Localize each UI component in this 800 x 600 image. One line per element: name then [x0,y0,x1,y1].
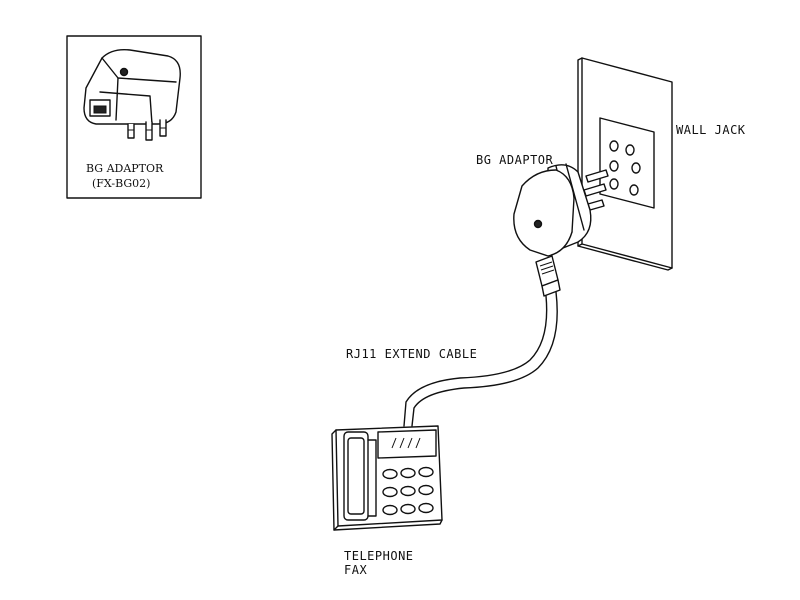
inset-box: BG ADAPTOR (FX-BG02) [66,35,202,199]
wall-jack [577,57,673,271]
keypad [382,466,434,516]
fax-label: FAX [344,563,367,577]
telephone-label: TELEPHONE [344,549,414,563]
cable-label: RJ11 EXTEND CABLE [346,347,477,361]
wall-jack-label: WALL JACK [676,123,746,137]
bg-adaptor-plugged [513,163,609,257]
rj11-plug [535,255,561,297]
rj11-extend-cable [403,291,558,427]
inset-adaptor-drawing [83,48,181,141]
telephone-fax [331,425,443,531]
inset-label-name: BG ADAPTOR [86,162,164,175]
bg-adaptor-label: BG ADAPTOR [476,153,554,167]
inset-label-model: (FX-BG02) [92,177,150,190]
